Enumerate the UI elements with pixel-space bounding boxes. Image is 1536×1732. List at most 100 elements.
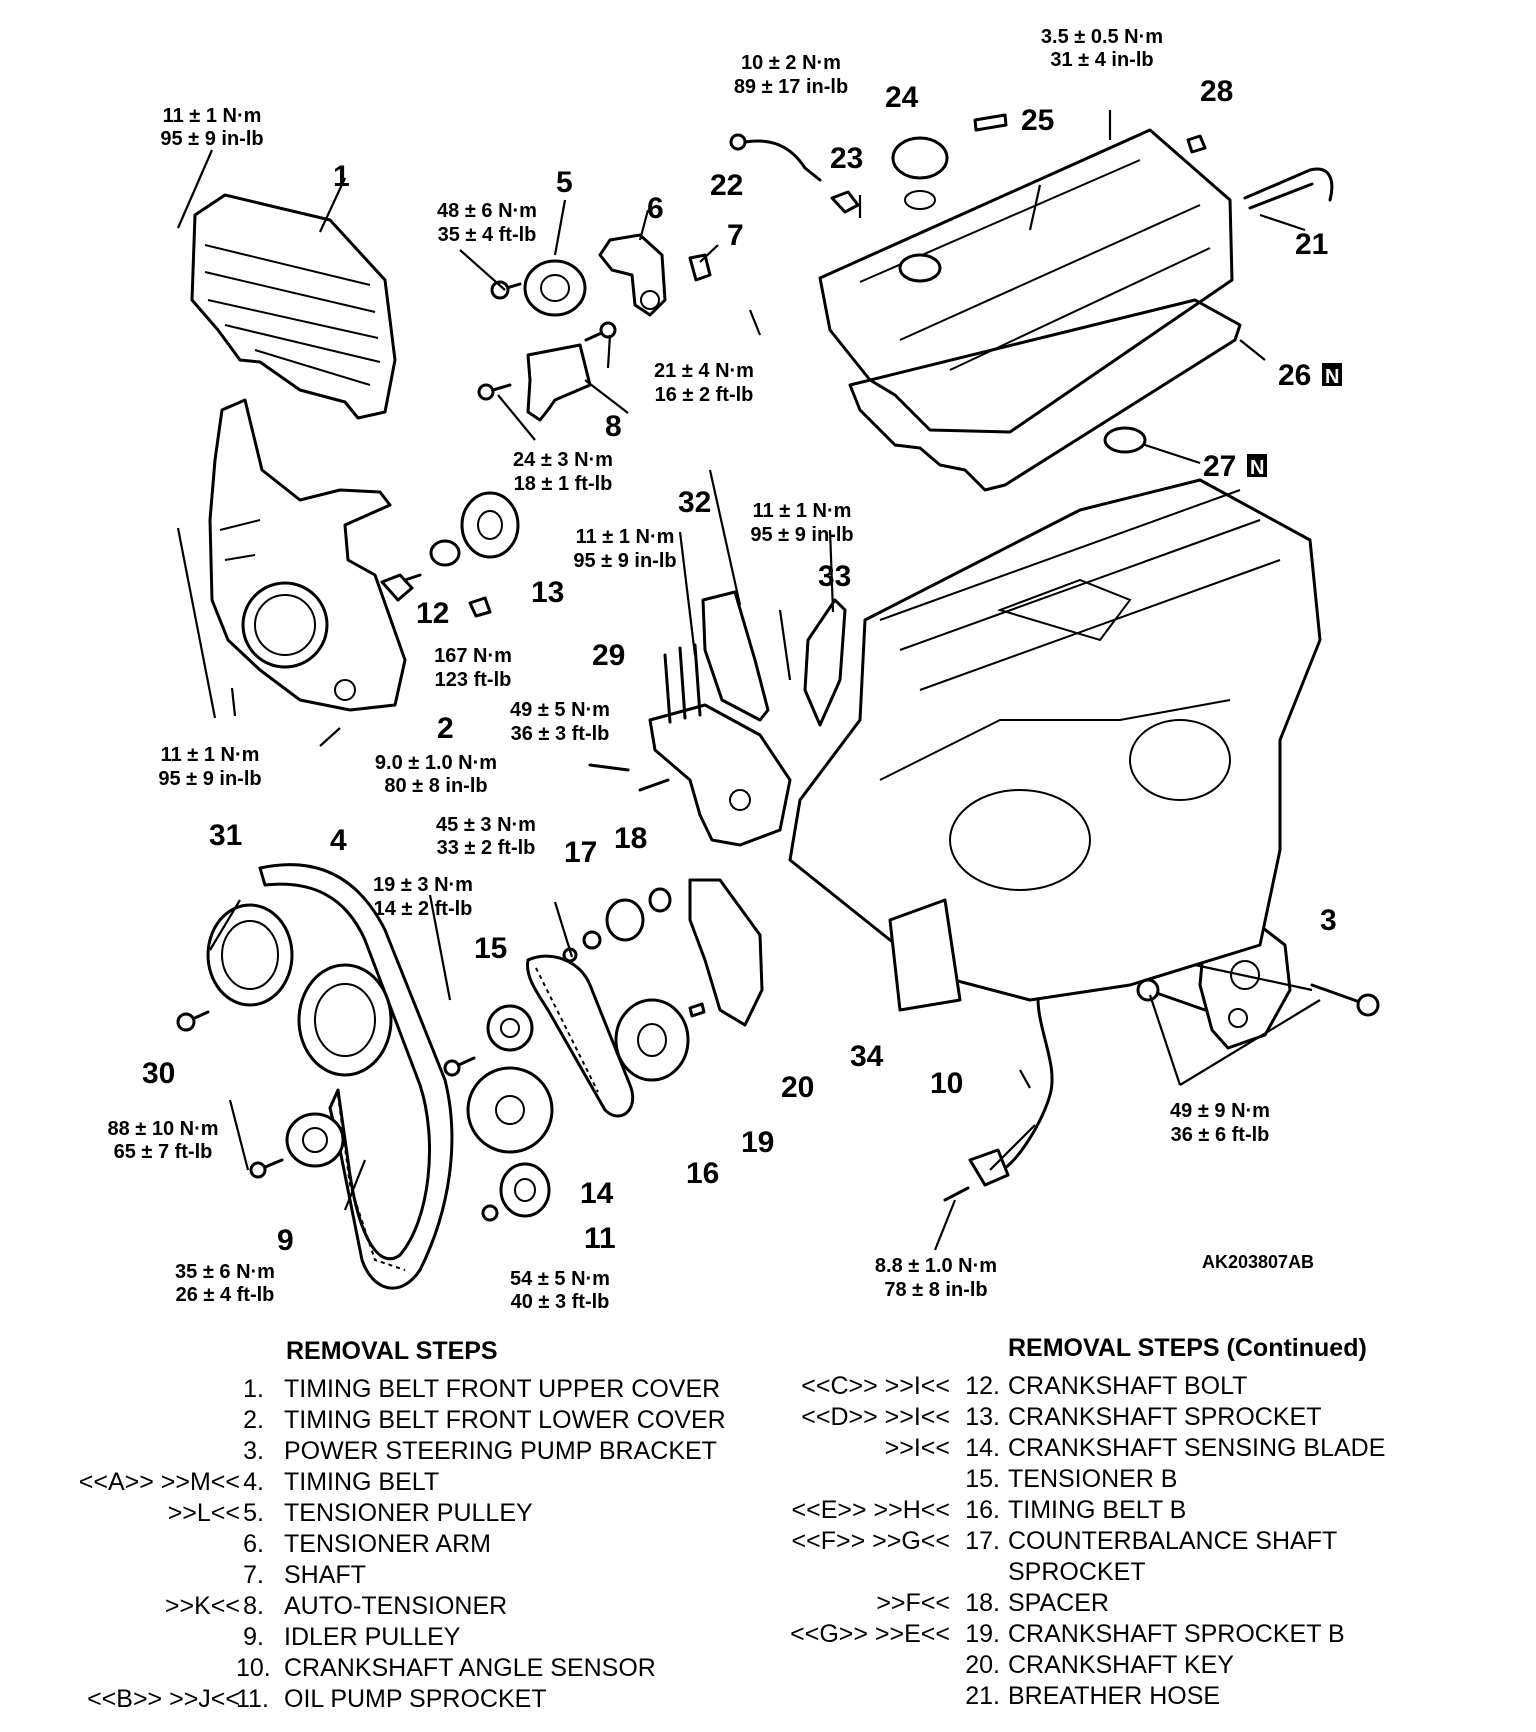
torque-t19-imperial: 36 ± 6 ft-lb	[1171, 1124, 1270, 1146]
step-number: 13.	[965, 1403, 1000, 1431]
part-sensing-blade	[466, 1066, 554, 1154]
list-item: SPROCKET	[780, 1557, 1536, 1588]
torque-t6-metric: 24 ± 3 N·m	[513, 449, 613, 471]
torque-t15-metric: 88 ± 10 N·m	[107, 1118, 218, 1140]
torque-t16-metric: 35 ± 6 N·m	[175, 1261, 275, 1283]
step-number: 12.	[965, 1372, 1000, 1400]
part-crankshaft-sprocket	[429, 491, 520, 567]
callout-19: 19	[741, 1126, 774, 1159]
removal-steps-title: REMOVAL STEPS	[286, 1337, 498, 1365]
leader-lines	[176, 110, 1321, 1251]
torque-t12-metric: 49 ± 5 N·m	[510, 699, 610, 721]
callout-numbers: 1 2 3 4 5 6 7 8 9 10 11 12 13 14 15 16 1…	[142, 75, 1337, 1257]
step-name: CRANKSHAFT ANGLE SENSOR	[284, 1654, 656, 1682]
torque-t13-metric: 45 ± 3 N·m	[436, 814, 536, 836]
part-clip-28	[1186, 134, 1207, 154]
step-number: 21.	[965, 1682, 1000, 1710]
step-codes: >>I<<	[884, 1434, 950, 1462]
step-number: 1.	[243, 1375, 264, 1403]
torque-t4-imperial: 31 ± 4 in-lb	[1050, 49, 1153, 71]
torque-t19-metric: 49 ± 9 N·m	[1170, 1100, 1270, 1122]
part-tensioner-b	[443, 1004, 534, 1077]
step-name: SPACER	[1008, 1589, 1109, 1617]
torque-labels: 11 ± 1 N·m 95 ± 9 in-lb 48 ± 6 N·m 35 ± …	[107, 26, 1269, 1313]
callout-13: 13	[531, 576, 564, 609]
part-oil-pump-sprocket	[481, 1162, 551, 1222]
part-rocker-cover	[818, 113, 1234, 434]
torque-t5-imperial: 16 ± 2 ft-lb	[655, 384, 754, 406]
list-item: 2.TIMING BELT FRONT LOWER COVER	[0, 1405, 770, 1436]
step-number: 9.	[243, 1623, 264, 1651]
torque-t13-imperial: 33 ± 2 ft-lb	[437, 837, 536, 859]
part-crankshaft-sprocket-b	[614, 998, 690, 1082]
callout-9: 9	[277, 1224, 294, 1257]
torque-t18-metric: 8.8 ± 1.0 N·m	[875, 1255, 997, 1277]
list-item: 10. CRANKSHAFT ANGLE SENSOR	[0, 1653, 770, 1684]
part-auto-tensioner	[477, 321, 617, 422]
step-number: 15.	[965, 1465, 1000, 1493]
torque-t4-metric: 3.5 ± 0.5 N·m	[1041, 26, 1163, 48]
torque-t9-metric: 167 N·m	[434, 645, 512, 667]
torque-t7-metric: 11 ± 1 N·m	[576, 526, 675, 548]
step-number: 10.	[236, 1654, 271, 1682]
list-item: <<C>> >>I<<12.CRANKSHAFT BOLT	[780, 1371, 1536, 1402]
list-item: <<B>> >>J<<11.OIL PUMP SPROCKET	[0, 1684, 770, 1715]
torque-t9-imperial: 123 ft-lb	[435, 669, 512, 691]
step-name: TIMING BELT	[284, 1468, 440, 1496]
callout-5: 5	[556, 166, 573, 199]
step-name: SHAFT	[284, 1561, 366, 1589]
step-codes: <<B>> >>J<<	[87, 1685, 240, 1713]
callout-18: 18	[614, 822, 647, 855]
part-fitting-23	[830, 190, 860, 214]
torque-t10-imperial: 95 ± 9 in-lb	[158, 768, 261, 790]
part-crankshaft-bolt	[380, 573, 492, 618]
figure-reference-code: AK203807AB	[1202, 1252, 1314, 1272]
list-item: <<A>> >>M<<4.TIMING BELT	[0, 1467, 770, 1498]
part-spark-plug-seal	[1103, 426, 1147, 454]
torque-t3-metric: 10 ± 2 N·m	[741, 52, 841, 74]
callout-10: 10	[930, 1067, 963, 1100]
step-name: COUNTERBALANCE SHAFT	[1008, 1527, 1338, 1555]
callout-11: 11	[584, 1222, 616, 1255]
list-item: <<F>> >>G<<17.COUNTERBALANCE SHAFT	[780, 1526, 1536, 1557]
new-part-marks: N N	[1247, 363, 1342, 479]
torque-t10-metric: 11 ± 1 N·m	[161, 744, 260, 766]
part-engine-bracket	[588, 643, 792, 847]
torque-t2-imperial: 35 ± 4 ft-lb	[438, 224, 537, 246]
step-name: TIMING BELT FRONT UPPER COVER	[284, 1375, 721, 1403]
part-crankshaft-key	[688, 1002, 706, 1018]
step-name: IDLER PULLEY	[284, 1623, 461, 1651]
callout-23: 23	[830, 142, 863, 175]
torque-t7-imperial: 95 ± 9 in-lb	[573, 550, 676, 572]
callout-34: 34	[850, 1040, 884, 1073]
step-name: BREATHER HOSE	[1008, 1682, 1221, 1710]
torque-t17-imperial: 40 ± 3 ft-lb	[511, 1291, 610, 1313]
step-number: 5.	[243, 1499, 264, 1527]
callout-33: 33	[818, 560, 851, 593]
step-number: 20.	[965, 1651, 1000, 1679]
callout-31: 31	[209, 819, 242, 852]
step-name: AUTO-TENSIONER	[284, 1592, 508, 1620]
step-number: 7.	[243, 1561, 264, 1589]
part-spacer	[648, 887, 672, 913]
list-item: 1. TIMING BELT FRONT UPPER COVER	[0, 1374, 770, 1405]
step-number: 8.	[243, 1592, 264, 1620]
part-timing-belt	[258, 863, 454, 1290]
step-name: CRANKSHAFT SPROCKET B	[1008, 1620, 1345, 1648]
torque-t14-metric: 19 ± 3 N·m	[373, 874, 473, 896]
part-rocker-gasket	[848, 298, 1242, 492]
step-name: SPROCKET	[1008, 1558, 1146, 1586]
list-item: 21. BREATHER HOSE	[780, 1681, 1536, 1712]
part-lower-timing-cover	[208, 398, 407, 712]
callout-1: 1	[333, 160, 350, 193]
callout-4: 4	[330, 824, 347, 857]
part-engine-block	[788, 478, 1322, 1012]
step-codes: <<E>> >>H<<	[791, 1496, 950, 1524]
step-number: 6.	[243, 1530, 264, 1558]
callout-17: 17	[564, 836, 597, 869]
step-name: CRANKSHAFT SENSING BLADE	[1008, 1434, 1386, 1462]
callout-25: 25	[1021, 104, 1054, 137]
step-name: CRANKSHAFT KEY	[1008, 1651, 1234, 1679]
step-name: OIL PUMP SPROCKET	[284, 1685, 547, 1713]
step-number: 3.	[243, 1437, 264, 1465]
